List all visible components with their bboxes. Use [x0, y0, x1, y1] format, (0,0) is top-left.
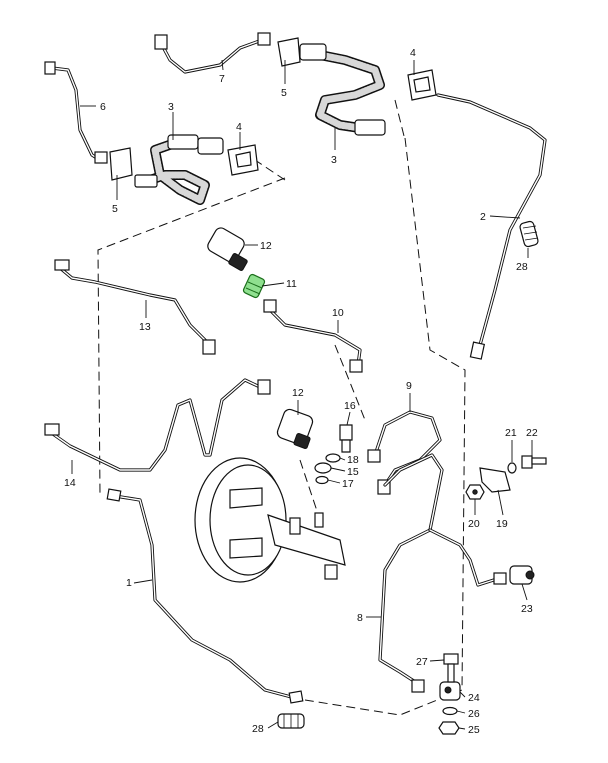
bolt-15[interactable]: [314, 462, 332, 474]
washer-21[interactable]: [507, 462, 517, 474]
label-part-15: 15: [347, 466, 359, 478]
label-part-14: 14: [64, 477, 76, 489]
label-part-26: 26: [468, 708, 480, 720]
label-part-5-left: 5: [112, 203, 118, 215]
spring-28-bottom[interactable]: [277, 713, 305, 729]
label-part-7: 7: [219, 73, 225, 85]
bracket-19[interactable]: [479, 467, 511, 493]
assembly-outline: [97, 99, 466, 716]
brake-pipe-1[interactable]: [106, 488, 304, 704]
nut-25[interactable]: [438, 721, 460, 735]
nut-20[interactable]: [465, 484, 485, 500]
union-23[interactable]: [509, 565, 535, 585]
bracket-4-left[interactable]: [227, 144, 259, 176]
label-part-11: 11: [286, 278, 297, 290]
label-part-16: 16: [344, 400, 356, 412]
label-part-9: 9: [406, 380, 412, 392]
brake-valve-12-lower[interactable]: [276, 408, 314, 449]
label-part-28-bottom: 28: [252, 723, 264, 735]
brake-pipe-10[interactable]: [263, 299, 363, 373]
brake-pipe-2[interactable]: [436, 93, 547, 360]
label-part-28-right: 28: [516, 261, 528, 273]
label-part-18: 18: [347, 454, 359, 466]
brake-pipe-14[interactable]: [44, 378, 271, 472]
brake-pipe-6[interactable]: [44, 61, 108, 164]
label-part-13: 13: [139, 321, 151, 333]
label-part-5-right: 5: [281, 87, 287, 99]
brake-pipe-8[interactable]: [378, 453, 507, 693]
label-part-19: 19: [496, 518, 508, 530]
label-part-24: 24: [468, 692, 480, 704]
master-cylinder: [267, 512, 346, 580]
adapter-fitting-11[interactable]: [242, 273, 266, 299]
brake-valve-12-upper[interactable]: [206, 226, 248, 271]
seal-17[interactable]: [315, 475, 329, 485]
label-part-6: 6: [100, 101, 106, 113]
brake-pipe-13[interactable]: [54, 259, 216, 355]
label-part-3-left: 3: [168, 101, 174, 113]
label-part-22: 22: [526, 427, 538, 439]
label-part-10: 10: [332, 307, 344, 319]
label-part-2: 2: [480, 211, 486, 223]
label-part-25: 25: [468, 724, 480, 736]
brake-hose-3-left[interactable]: [134, 134, 224, 205]
label-part-21: 21: [505, 427, 517, 439]
label-part-12-lower: 12: [292, 387, 304, 399]
label-part-4-right: 4: [410, 47, 416, 59]
brake-pipe-7[interactable]: [154, 32, 271, 74]
label-part-1: 1: [126, 577, 132, 589]
fitting-16[interactable]: [339, 424, 353, 453]
brake-pipe-9[interactable]: [367, 410, 442, 495]
brake-booster: [194, 457, 287, 583]
label-part-20: 20: [468, 518, 480, 530]
label-part-3-right: 3: [331, 154, 337, 166]
bracket-5-right[interactable]: [277, 37, 301, 67]
label-part-12-upper: 12: [260, 240, 272, 252]
bracket-4-right[interactable]: [407, 69, 437, 101]
leader-lines: [71, 59, 533, 730]
bracket-5-left[interactable]: [109, 147, 133, 181]
label-part-8: 8: [357, 612, 363, 624]
label-part-4-left: 4: [236, 121, 242, 133]
label-part-27: 27: [416, 656, 428, 668]
bolt-27[interactable]: [443, 653, 459, 683]
bolt-22[interactable]: [521, 455, 547, 469]
label-part-17: 17: [342, 478, 354, 490]
washer-26[interactable]: [442, 706, 458, 716]
spring-28-right[interactable]: [519, 220, 539, 248]
label-part-23: 23: [521, 603, 533, 615]
brake-hose-3-right[interactable]: [299, 43, 386, 136]
part-labels: 6 7 3 4 5 5 3 4 2 28 12 11 10 13 12 9 16…: [64, 47, 538, 736]
seal-18[interactable]: [325, 453, 341, 463]
union-24[interactable]: [439, 681, 461, 701]
